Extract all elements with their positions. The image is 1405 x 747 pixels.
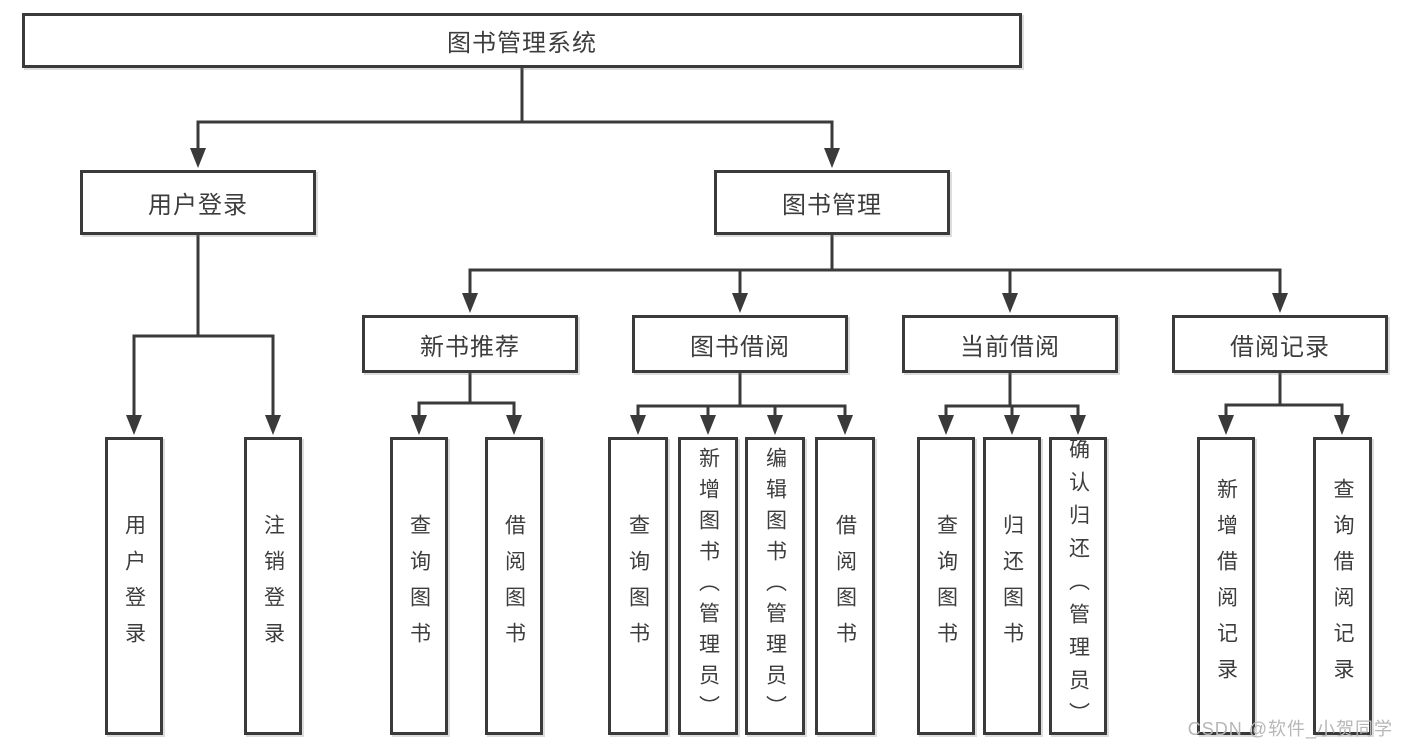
node-return-books: 归还图书 (983, 437, 1041, 735)
node-borrow-books: 借阅图书 (815, 437, 875, 735)
node-current-borrowing: 当前借阅 (902, 315, 1118, 373)
node-add-borrow-record: 新增借阅记录 (1197, 437, 1255, 735)
node-label: 借阅图书 (502, 514, 526, 658)
node-user-login-action: 用户登录 (105, 437, 163, 735)
node-borrowing-records: 借阅记录 (1172, 315, 1388, 373)
node-new-book-recommendation: 新书推荐 (362, 315, 578, 373)
node-label: 查询图书 (934, 514, 958, 658)
node-book-borrowing: 图书借阅 (632, 315, 848, 373)
node-label: 新增图书（管理员） (696, 446, 720, 726)
node-query-books-recommend: 查询图书 (390, 437, 448, 735)
node-confirm-return-admin: 确认归还（管理员） (1049, 437, 1107, 735)
node-label: 查询图书 (626, 514, 650, 658)
node-query-borrow-record: 查询借阅记录 (1313, 437, 1372, 735)
node-query-books-borrow: 查询图书 (608, 437, 668, 735)
node-user-login: 用户登录 (80, 170, 316, 235)
node-book-management: 图书管理 (714, 170, 950, 235)
node-label: 借阅图书 (833, 514, 857, 658)
node-library-management-system: 图书管理系统 (22, 13, 1022, 68)
node-logout: 注销登录 (244, 437, 302, 735)
node-label: 归还图书 (1000, 514, 1024, 658)
node-label: 新增借阅记录 (1214, 478, 1238, 694)
node-edit-books-admin: 编辑图书（管理员） (745, 437, 805, 735)
node-borrow-books-recommend: 借阅图书 (485, 437, 543, 735)
node-label: 编辑图书（管理员） (763, 446, 787, 726)
node-label: 确认归还（管理员） (1066, 437, 1090, 735)
node-label: 用户登录 (122, 514, 146, 658)
node-add-books-admin: 新增图书（管理员） (678, 437, 738, 735)
node-label: 查询借阅记录 (1331, 478, 1354, 694)
node-query-books-current: 查询图书 (917, 437, 975, 735)
node-label: 查询图书 (407, 514, 431, 658)
node-label: 注销登录 (261, 514, 285, 658)
watermark: CSDN @软件_小贺同学 (1187, 719, 1393, 739)
